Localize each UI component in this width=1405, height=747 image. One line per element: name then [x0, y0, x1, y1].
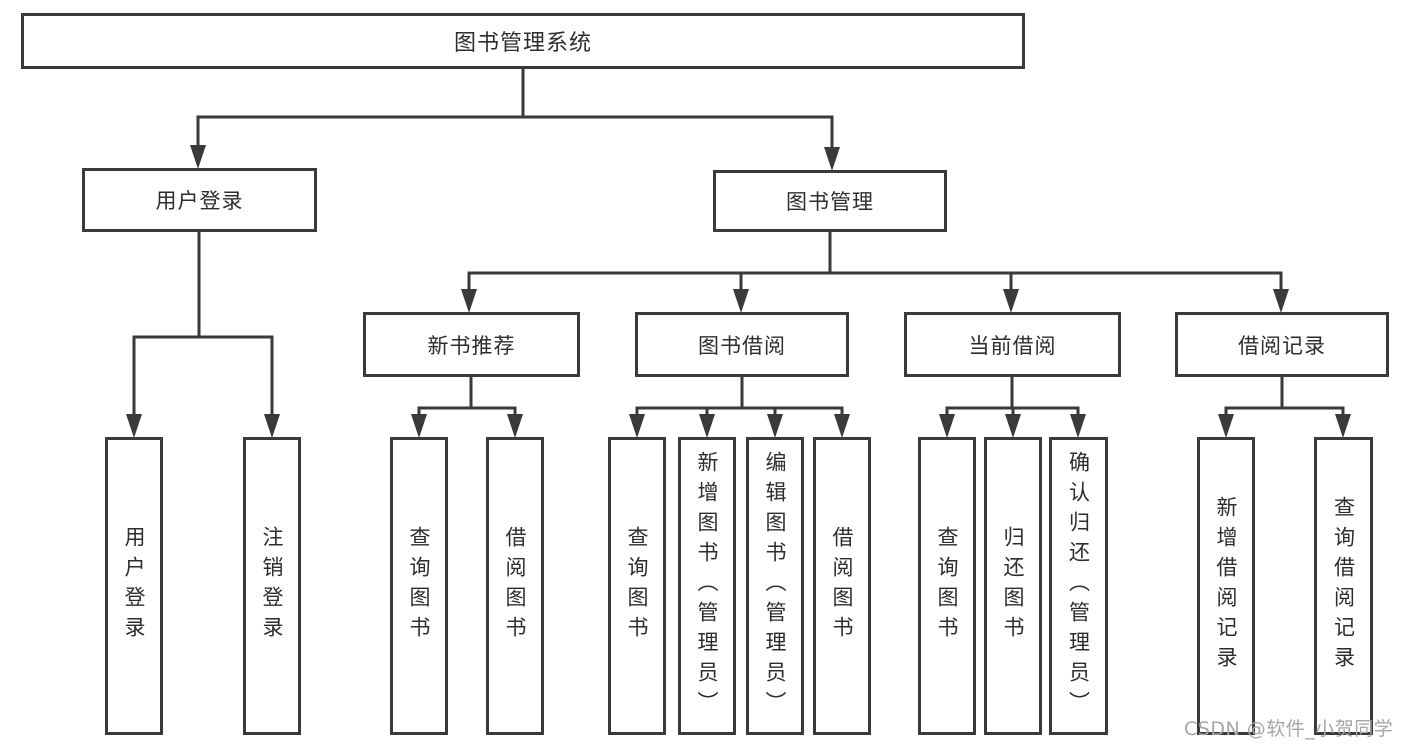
arrowhead [1005, 414, 1021, 438]
edge-current-borrowing-to-leaves [939, 374, 1086, 438]
node-leaf-logout: 注销登录 [243, 437, 301, 735]
node-label: 注销登录 [260, 526, 285, 646]
edge-line [1224, 374, 1345, 420]
arrowhead [1003, 289, 1019, 313]
arrowhead [1218, 414, 1234, 438]
edge-line [132, 229, 274, 420]
node-leaf-borrow-books-recommend: 借阅图书 [486, 437, 544, 735]
node-book-borrowing: 图书借阅 [635, 312, 849, 377]
arrowhead [411, 414, 427, 438]
node-label: 查询图书 [625, 526, 650, 646]
edge-line [635, 374, 844, 420]
edge-user-login-to-leaves [126, 229, 280, 438]
node-label: 借阅图书 [830, 526, 855, 646]
node-label: 借阅图书 [503, 526, 528, 646]
node-label: 新书推荐 [427, 333, 516, 358]
node-leaf-user-login: 用户登录 [105, 437, 163, 735]
node-leaf-query-books-borrowing: 查询图书 [608, 437, 666, 735]
node-borrowing-records: 借阅记录 [1175, 312, 1389, 377]
edge-line [417, 374, 517, 420]
arrowhead [461, 289, 477, 313]
edge-root-to-level2 [190, 67, 840, 171]
node-leaf-edit-books-admin: 编辑图书（管理员） [746, 437, 804, 735]
node-label: 归还图书 [1001, 526, 1026, 646]
arrowhead [507, 414, 523, 438]
node-label: 用户登录 [122, 526, 147, 646]
node-label: 编辑图书（管理员） [763, 451, 788, 721]
node-label: 查询图书 [407, 526, 432, 646]
arrowhead [939, 414, 955, 438]
node-leaf-borrow-books-borrowing: 借阅图书 [813, 437, 871, 735]
node-current-borrowing: 当前借阅 [904, 312, 1121, 377]
node-leaf-return-books: 归还图书 [984, 437, 1042, 735]
edge-line [196, 67, 834, 154]
arrowhead [699, 414, 715, 438]
node-new-book-recommend: 新书推荐 [363, 312, 580, 377]
arrowhead [824, 147, 840, 171]
node-book-management-system: 图书管理系统 [21, 13, 1025, 69]
node-label: 图书管理系统 [453, 31, 592, 56]
arrowhead [264, 414, 280, 438]
node-label: 确认归还（管理员） [1066, 451, 1091, 721]
node-user-login: 用户登录 [82, 168, 317, 232]
watermark-text: CSDN @软件_小贺同学 [1184, 718, 1394, 740]
node-book-management: 图书管理 [713, 170, 947, 232]
node-leaf-query-books-recommend: 查询图书 [390, 437, 448, 735]
arrowhead [834, 414, 850, 438]
node-label: 查询借阅记录 [1331, 496, 1356, 676]
arrowhead [126, 414, 142, 438]
node-label: 图书管理 [786, 190, 874, 214]
node-label: 新增借阅记录 [1214, 496, 1239, 676]
node-leaf-query-books-current: 查询图书 [918, 437, 976, 735]
node-label: 查询图书 [935, 526, 960, 646]
arrowhead [629, 414, 645, 438]
arrowhead [1335, 414, 1351, 438]
arrowhead [1273, 289, 1289, 313]
node-label: 新增图书（管理员） [695, 451, 720, 721]
node-leaf-confirm-return-admin: 确认归还（管理员） [1049, 437, 1108, 735]
arrowhead [190, 145, 206, 169]
arrowhead [767, 414, 783, 438]
edge-line [945, 374, 1080, 420]
edge-new-book-recommend-to-leaves [411, 374, 523, 438]
edge-line [467, 229, 1283, 295]
node-label: 图书借阅 [698, 333, 786, 358]
arrowhead [733, 289, 749, 313]
node-leaf-add-borrow-record: 新增借阅记录 [1197, 437, 1255, 735]
node-leaf-add-books-admin: 新增图书（管理员） [678, 437, 736, 735]
edge-book-borrowing-to-leaves [629, 374, 850, 438]
node-label: 用户登录 [155, 189, 244, 213]
node-label: 借阅记录 [1238, 333, 1326, 358]
node-leaf-query-borrow-record: 查询借阅记录 [1314, 437, 1373, 735]
node-label: 当前借阅 [968, 333, 1057, 358]
arrowhead [1070, 414, 1086, 438]
edge-borrowing-records-to-leaves [1218, 374, 1351, 438]
edge-book-management-to-level3 [461, 229, 1289, 313]
